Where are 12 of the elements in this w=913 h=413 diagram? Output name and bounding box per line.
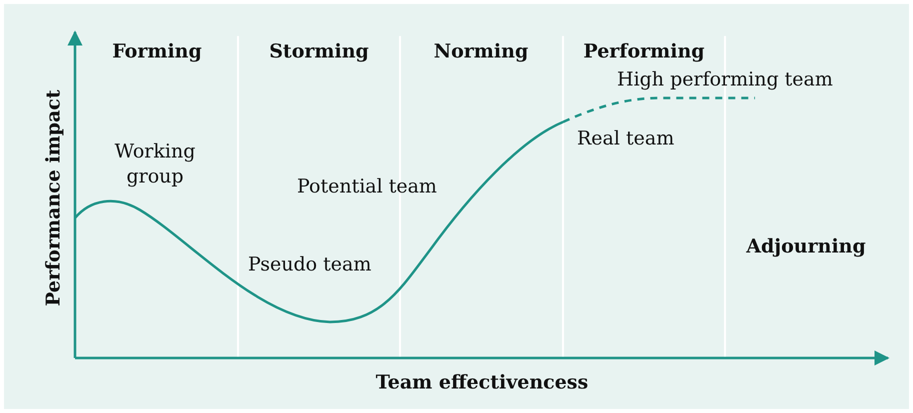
stage-heading: Forming — [112, 40, 202, 64]
stage-heading: Storming — [269, 40, 369, 64]
axis-title: Performance impact — [42, 90, 66, 306]
curve-label: Real team — [577, 126, 674, 152]
axis-title: Team effectivencess — [376, 370, 588, 396]
stage-heading: Norming — [434, 40, 528, 64]
curve-label: High performing team — [617, 68, 833, 92]
stage-heading: Adjourning — [746, 234, 866, 260]
curve-label: Pseudo team — [248, 252, 372, 278]
curve-label: Potential team — [297, 174, 437, 200]
stage-heading: Performing — [583, 40, 705, 64]
curve-label: Working group — [114, 139, 196, 189]
